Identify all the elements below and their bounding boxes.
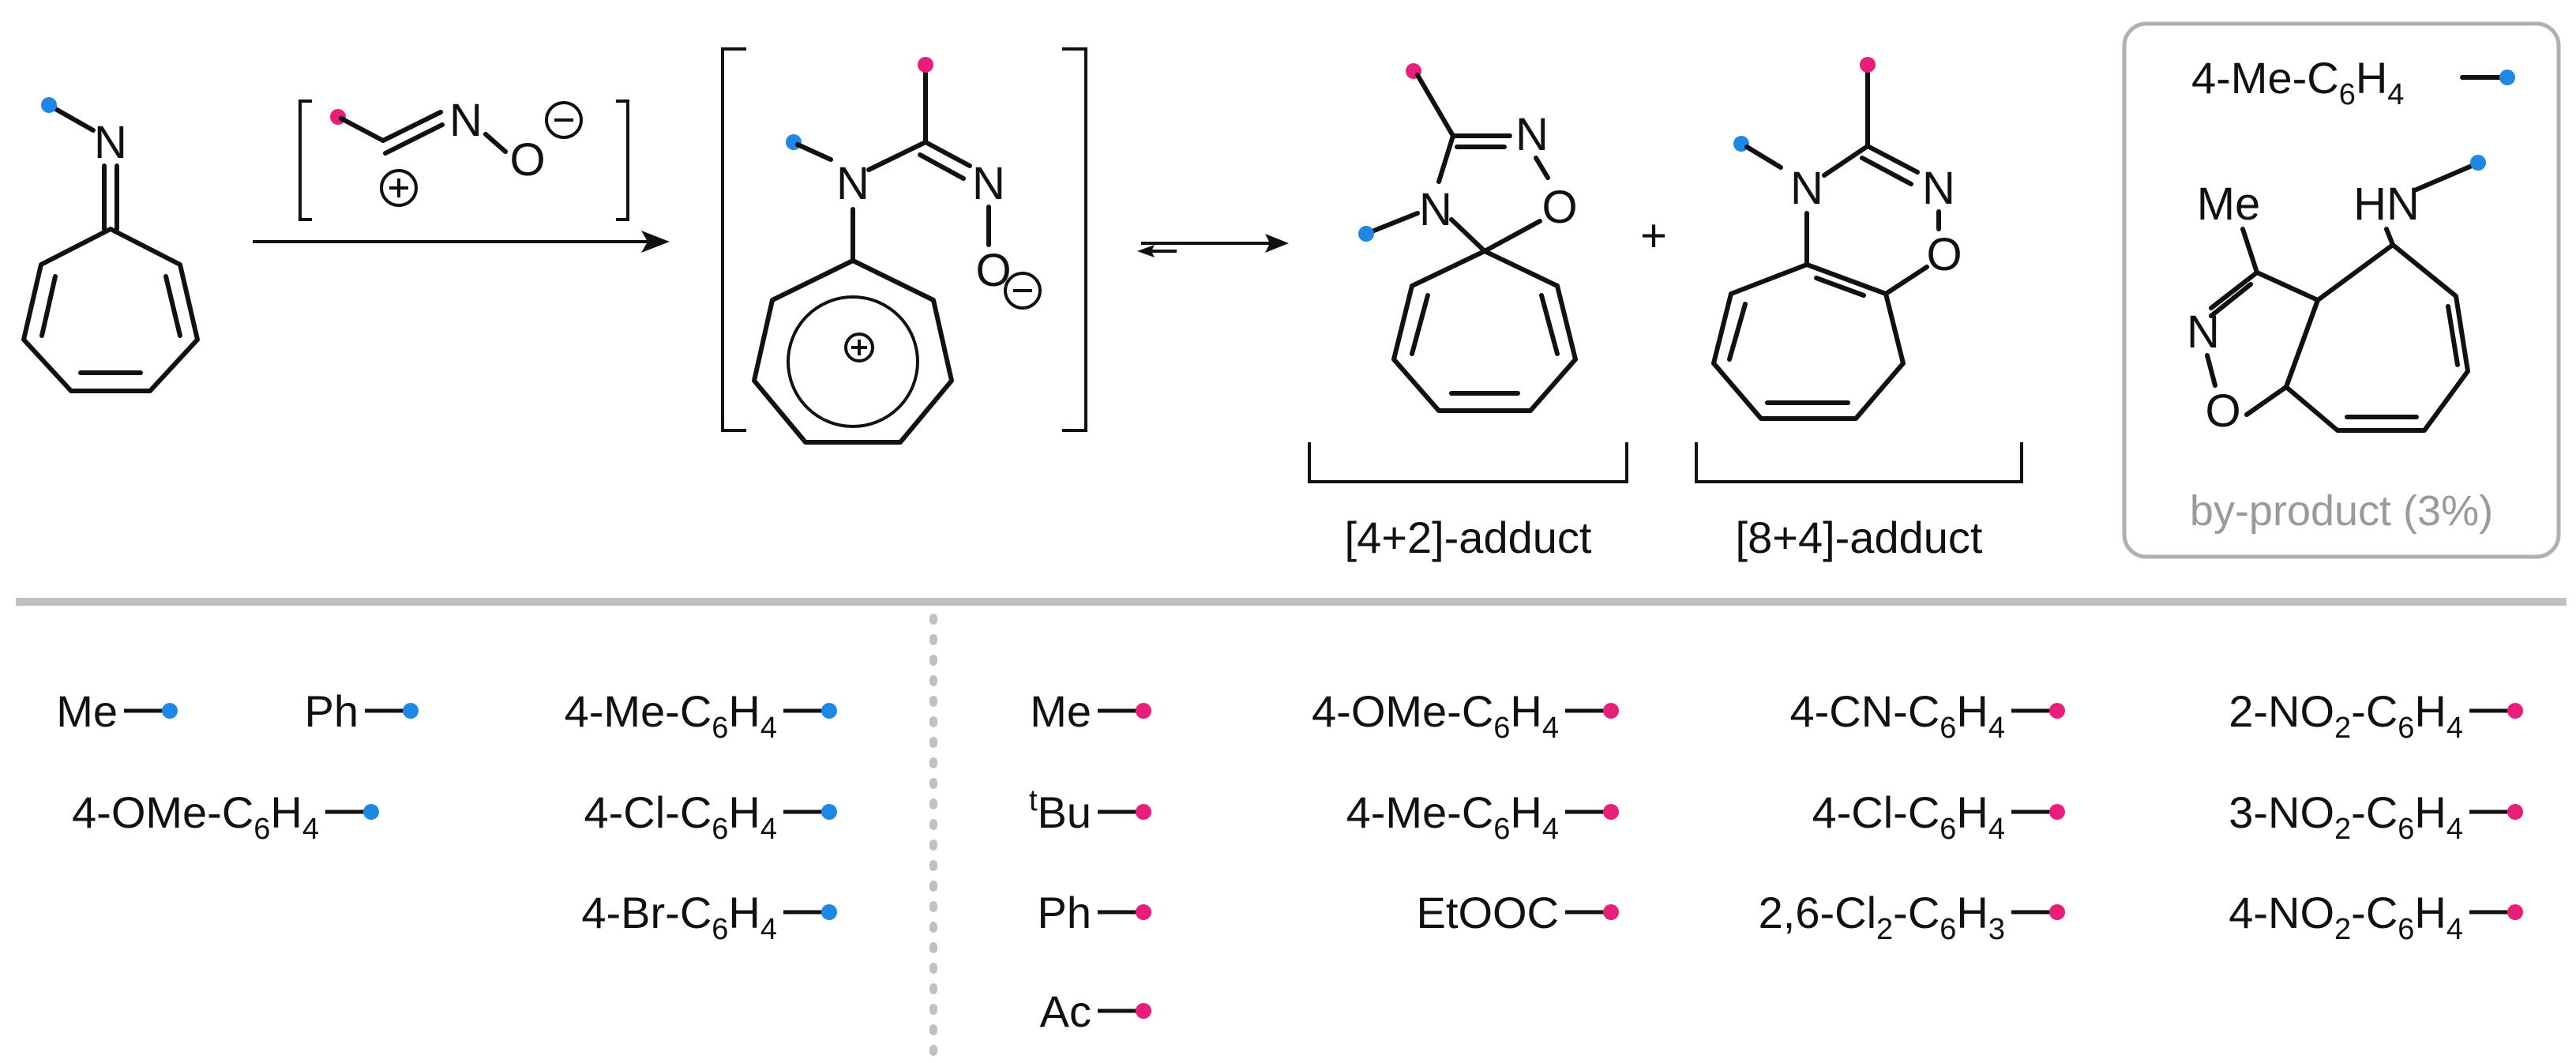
substituent-dot-pink bbox=[1860, 57, 1876, 73]
byproduct-o-atom: O bbox=[2205, 385, 2240, 437]
adduct84-label: [8+4]-adduct bbox=[1736, 513, 1983, 562]
substituent-dot-blue bbox=[2470, 155, 2486, 171]
intermediate-n2-atom: N bbox=[972, 158, 1005, 209]
adduct84-n-atom: N bbox=[1790, 163, 1823, 214]
pink-substituent-label: 4-Cl-C6H4 bbox=[1812, 787, 2006, 846]
blue-substituent-dot bbox=[403, 703, 419, 719]
blue-substituent-label: 4-Br-C6H4 bbox=[581, 888, 777, 946]
pink-substituent-label: 2,6-Cl2-C6H3 bbox=[1759, 888, 2005, 946]
adduct42-label: [4+2]-adduct bbox=[1345, 513, 1592, 562]
pink-substituent-dot bbox=[2049, 804, 2065, 820]
pink-substituent-label: tBu bbox=[1029, 784, 1091, 837]
adduct84-o-atom: O bbox=[1926, 229, 1962, 280]
blue-substituent-list: Me Ph 4-Me-C6H4 4-OMe-C6H4 4-Cl-C6H4 4-Br-C6H… bbox=[56, 686, 837, 946]
pink-substituent-dot bbox=[1136, 703, 1151, 719]
starting-imine: N bbox=[21, 97, 200, 393]
plus-sign: + bbox=[1640, 210, 1667, 261]
pink-substituent-dot bbox=[1603, 804, 1619, 820]
pink-substituent-label: Me bbox=[1030, 686, 1091, 736]
pink-substituent-label: EtOOC bbox=[1417, 888, 1559, 937]
blue-substituent-label: Me bbox=[56, 686, 118, 736]
blue-substituent-label: 4-OMe-C6H4 bbox=[72, 787, 319, 846]
adduct84-n2-atom: N bbox=[1922, 163, 1955, 214]
positive-charge bbox=[844, 332, 874, 362]
pink-substituent-label: 3-NO2-C6H4 bbox=[2229, 787, 2463, 846]
byproduct-box: 4-Me-C6H4 Me HN N O by-product (3%) bbox=[2122, 21, 2561, 559]
pink-substituent-dot bbox=[1136, 804, 1151, 820]
positive-charge bbox=[380, 169, 418, 207]
blue-substituent-label: 4-Cl-C6H4 bbox=[584, 787, 778, 846]
reagent-n-atom: N bbox=[449, 95, 483, 146]
pink-substituent-label: Ph bbox=[1038, 888, 1092, 937]
nitrile-oxide-reagent: N O bbox=[299, 95, 629, 221]
substituent-dot-blue bbox=[1358, 226, 1374, 242]
negative-charge bbox=[1004, 272, 1042, 310]
byproduct-label: by-product (3%) bbox=[2190, 487, 2493, 535]
reagent-o-atom: O bbox=[509, 134, 545, 186]
pink-substituent-dot bbox=[2049, 904, 2065, 920]
blue-substituent-dot bbox=[821, 703, 837, 719]
blue-substituent-dot bbox=[821, 904, 837, 920]
pink-substituent-dot bbox=[1603, 904, 1619, 920]
adduct-42-structure: N O N bbox=[1358, 63, 1578, 413]
adduct84-bracket bbox=[1695, 442, 2023, 483]
pink-substituent-label: 2-NO2-C6H4 bbox=[2229, 686, 2463, 745]
pink-substituent-dot bbox=[2507, 904, 2523, 920]
pink-substituent-dot bbox=[2507, 804, 2523, 820]
adduct42-n-atom: N bbox=[1515, 109, 1549, 160]
adduct42-n2-atom: N bbox=[1419, 184, 1452, 235]
pink-substituent-label: 4-Me-C6H4 bbox=[1346, 787, 1559, 846]
equilibrium-arrows bbox=[1137, 234, 1289, 257]
intermediate-n-atom: N bbox=[836, 158, 869, 209]
blue-substituent-dot bbox=[162, 703, 178, 719]
byproduct-me-label: Me bbox=[2197, 178, 2261, 230]
blue-substituent-label: Ph bbox=[305, 686, 359, 736]
blue-substituent-dot bbox=[821, 804, 837, 820]
pink-substituent-dot bbox=[2049, 703, 2065, 719]
blue-substituent-dot bbox=[363, 804, 379, 820]
substituent-dot-blue bbox=[41, 97, 57, 113]
pink-substituent-label: 4-OMe-C6H4 bbox=[1312, 686, 1559, 745]
substituent-dot-blue bbox=[2499, 69, 2515, 85]
pink-substituent-dot bbox=[1136, 1003, 1151, 1019]
byproduct-n-atom: N bbox=[2187, 306, 2220, 358]
pink-substituent-label: 4-CN-C6H4 bbox=[1790, 686, 2006, 745]
pink-substituent-dot bbox=[1603, 703, 1619, 719]
reaction-arrow bbox=[253, 231, 670, 253]
pink-substituent-dot bbox=[1136, 904, 1151, 920]
pink-substituent-label: 4-NO2-C6H4 bbox=[2229, 888, 2463, 946]
pink-substituent-label: Ac bbox=[1040, 986, 1091, 1036]
substituent-dot-pink bbox=[918, 57, 933, 73]
adduct42-bracket bbox=[1308, 442, 1628, 483]
intermediate: N N O bbox=[721, 47, 1087, 445]
substituent-dot-pink bbox=[330, 109, 346, 125]
adduct42-o-atom: O bbox=[1541, 182, 1577, 233]
pink-substituent-dot bbox=[2507, 703, 2523, 719]
adduct-84-structure: N N O bbox=[1711, 57, 1962, 421]
imine-n-atom: N bbox=[94, 117, 127, 168]
negative-charge bbox=[545, 101, 583, 139]
blue-substituent-label: 4-Me-C6H4 bbox=[565, 686, 777, 745]
byproduct-hn-label: HN bbox=[2353, 178, 2420, 230]
byproduct-substituent: 4-Me-C6H4 bbox=[2191, 53, 2404, 111]
